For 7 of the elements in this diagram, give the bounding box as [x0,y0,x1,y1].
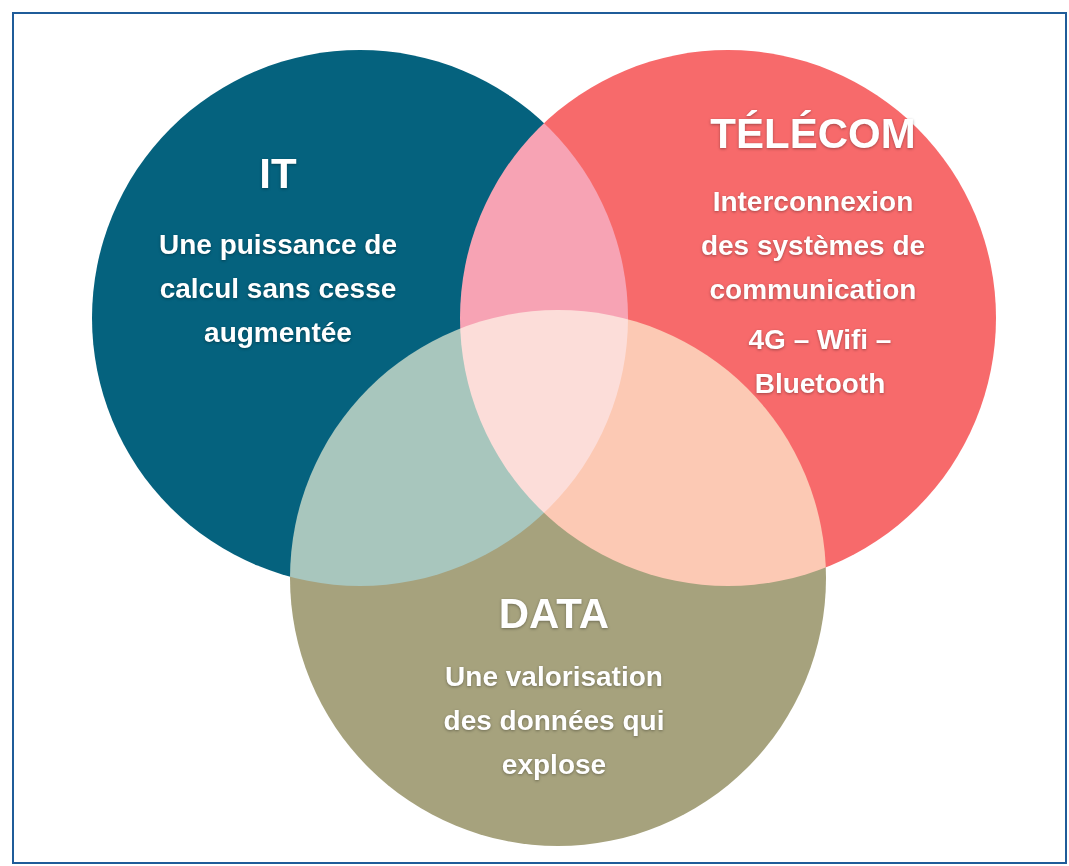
circle-text: Une puissance de calcul sans cesse augmentée [157,228,399,350]
circle-text: 4G – Wifi – Bluetooth [747,323,893,401]
circle-text: Interconnexion des systèmes de communication [699,185,927,307]
circle-title: DATA [497,590,611,638]
circle-title: TÉLÉCOM [709,110,917,158]
circle-text: Une valorisation des données qui explose [442,660,666,782]
circle-title: IT [258,150,298,198]
